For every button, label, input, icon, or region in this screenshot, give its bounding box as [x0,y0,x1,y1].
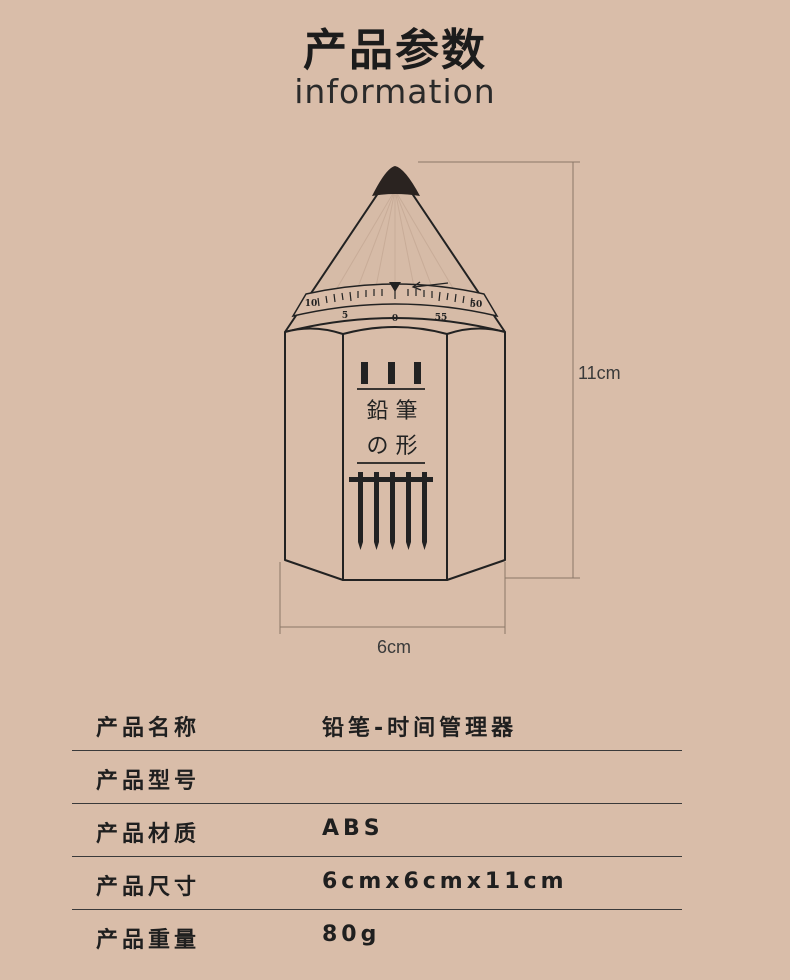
spec-row-size: 产品尺寸 6cmx6cmx11cm [72,857,682,910]
spec-label: 产品尺寸 [96,875,201,900]
spec-value: ABS [322,816,384,841]
label-bars [361,362,421,384]
pencil-body-left-face [284,327,344,581]
width-dimension-lines [279,562,506,634]
pencil-body-front-face [342,326,448,581]
spec-row-name: 产品名称 铅笔-时间管理器 [72,698,682,751]
rotation-arrow-icon [411,281,449,291]
spec-table: 产品名称 铅笔-时间管理器 产品型号 产品材质 ABS 产品尺寸 6cmx6cm… [72,698,682,963]
dial-number-50: 50 [470,300,483,310]
spec-value: 铅笔-时间管理器 [322,716,518,741]
page-subtitle: information [294,72,496,111]
dial-number-55: 55 [435,313,448,323]
width-dimension-label: 6cm [377,637,412,657]
spec-label: 产品型号 [96,769,201,794]
graphite-tip [372,166,420,196]
mini-pencils-icon [349,472,433,550]
spec-row-model: 产品型号 [72,751,682,804]
dial-number-5: 5 [342,311,348,321]
label-text-line2: の 形 [367,434,418,459]
dial-ticks [317,288,473,307]
dial-number-10: 10 [305,299,318,309]
page-title: 产品参数 [303,25,487,76]
dial-pointer-icon [389,282,401,292]
height-dimension-label: 11cm [578,363,621,383]
spec-value: 6cmx6cmx11cm [322,869,568,894]
spec-label: 产品名称 [96,716,201,741]
label-text-line1: 鉛 筆 [367,399,418,424]
pencil-body-right-face [446,327,506,581]
pencil-timer-illustration: 10 5 0 55 50 鉛 筆 の 形 [279,161,580,634]
spec-row-weight: 产品重量 80g [72,910,682,963]
dial-number-0: 0 [392,314,398,324]
spec-row-material: 产品材质 ABS [72,804,682,857]
height-dimension-lines [418,161,580,579]
spec-label: 产品重量 [96,928,201,953]
dial-band [291,283,499,318]
spec-value: 80g [322,922,381,947]
spec-label: 产品材质 [96,822,201,847]
cone-shading [329,189,461,301]
